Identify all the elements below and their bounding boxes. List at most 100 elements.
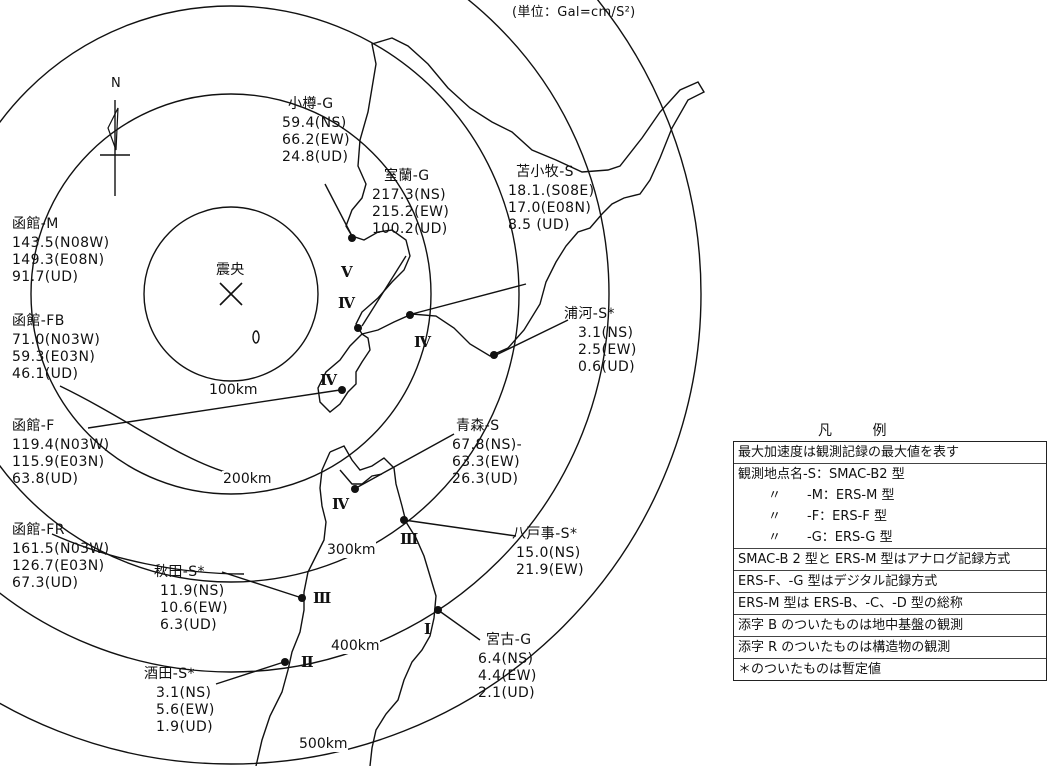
station-value: 8.5 (UD) [508, 217, 570, 233]
station-value: 17.0(E08N) [508, 200, 592, 216]
station-otaru-g[interactable]: 小樽-G 59.4(NS) 66.2(EW) 24.8(UD) [282, 96, 350, 166]
tohoku-west-coast [255, 451, 331, 766]
station-value: 63.3(EW) [452, 454, 520, 470]
station-dot-aomori[interactable] [351, 485, 359, 493]
station-hakodate-fr[interactable]: 函館-FR 161.5(N03W) 126.7(E03N) 67.3(UD) [12, 522, 110, 592]
station-value: 71.0(N03W) [12, 332, 101, 348]
station-dot-hachinohe[interactable] [400, 516, 408, 524]
station-name: 小樽-G [288, 96, 334, 112]
station-value: 46.1(UD) [12, 366, 79, 382]
station-dot-miyako[interactable] [434, 606, 442, 614]
station-dot-tomakomai[interactable] [406, 311, 414, 319]
legend-row: 〃 -M：ERS-M 型 [768, 488, 895, 503]
station-hakodate-m[interactable]: 函館-M 143.5(N08W) 149.3(E08N) 91.7(UD) [12, 216, 110, 286]
station-name: 苫小牧-S [516, 164, 574, 180]
leader-sakata [215, 661, 285, 685]
station-name: 八戸事-S* [512, 526, 578, 542]
station-akita-s[interactable]: 秋田-S* 11.9(NS) 10.6(EW) 6.3(UD) [154, 564, 228, 634]
station-name: 青森-S [456, 418, 500, 434]
station-value: 2.1(UD) [478, 685, 536, 701]
station-value: 3.1(NS) [578, 325, 634, 341]
legend-row: 添字 R のついたものは構造物の観測 [734, 637, 1046, 659]
station-value: 59.3(E03N) [12, 349, 96, 365]
station-value: 10.6(EW) [160, 600, 228, 616]
legend-row: ＊のついたものは暫定値 [738, 662, 882, 677]
station-name: 酒田-S* [144, 666, 195, 682]
leader-miyako [437, 609, 481, 641]
station-dot-hakodate[interactable] [338, 386, 346, 394]
intensity-akita: Ⅲ [313, 589, 332, 607]
station-hakodate-fb[interactable]: 函館-FB 71.0(N03W) 59.3(E03N) 46.1(UD) [12, 313, 100, 383]
leader-aomori [355, 433, 455, 489]
station-value: 3.1(NS) [156, 685, 212, 701]
station-name: 秋田-S* [154, 564, 205, 580]
station-dot-sakata[interactable] [281, 658, 289, 666]
station-value: 6.4(NS) [478, 651, 534, 667]
station-value: 115.9(E03N) [12, 454, 105, 470]
station-value: 100.2(UD) [372, 221, 448, 237]
station-value: 6.3(UD) [160, 617, 218, 633]
leader-tomakomai [411, 283, 527, 315]
station-value: 119.4(N03W) [12, 437, 110, 453]
leader-muroran [361, 255, 407, 327]
station-name: 函館-FB [12, 313, 65, 329]
station-value: 215.2(EW) [372, 204, 450, 220]
leader-hakodate-f [87, 389, 341, 429]
distance-ring-500km [0, 0, 702, 765]
intensity-muroran: Ⅳ [338, 294, 356, 312]
station-value: 149.3(E08N) [12, 252, 105, 268]
station-muroran-g[interactable]: 室蘭-G 217.3(NS) 215.2(EW) 100.2(UD) [372, 168, 449, 238]
station-name: 函館-M [12, 216, 59, 232]
legend-row: 観測地点名-S：SMAC-B2 型 [738, 467, 905, 482]
distance-ring-200km [30, 93, 432, 495]
station-dot-akita[interactable] [298, 594, 306, 602]
distance-label-100km: 100km [208, 382, 259, 398]
tohoku-coastline [329, 445, 437, 766]
station-value: 59.4(NS) [282, 115, 347, 131]
unit-label: (単位：Gal=cm/S²) [512, 5, 636, 20]
station-tomakomai-s[interactable]: 苫小牧-S 18.1.(S08E) 17.0(E08N) 8.5 (UD) [508, 164, 595, 234]
station-value: 143.5(N08W) [12, 235, 110, 251]
station-hachinohe-s[interactable]: 八戸事-S* 15.0(NS) 21.9(EW) [512, 526, 584, 579]
distance-ring-400km [0, 0, 610, 673]
distance-label-300km: 300km [326, 542, 377, 558]
station-dot-otaru[interactable] [348, 234, 356, 242]
station-value: 5.6(EW) [156, 702, 215, 718]
station-value: 161.5(N03W) [12, 541, 110, 557]
leader-urakawa [493, 319, 569, 357]
leader-otaru [324, 183, 353, 237]
station-hakodate-f[interactable]: 函館-F 119.4(N03W) 115.9(E03N) 63.8(UD) [12, 418, 110, 488]
intensity-otaru: V [341, 263, 353, 281]
station-value: 67.3(UD) [12, 575, 79, 591]
oshima-peninsula [317, 333, 371, 413]
station-name: 浦河-S* [564, 306, 615, 322]
station-value: 15.0(NS) [516, 545, 581, 561]
station-dot-urakawa[interactable] [490, 351, 498, 359]
station-value: 91.7(UD) [12, 269, 79, 285]
distance-ring-100km [143, 206, 319, 382]
intensity-sakata: Ⅱ [301, 653, 314, 671]
station-miyako-g[interactable]: 宮古-G 6.4(NS) 4.4(EW) 2.1(UD) [478, 632, 537, 702]
intensity-miyako: Ⅰ [424, 620, 432, 638]
epicenter-label: 震央 [216, 262, 245, 278]
station-urakawa-s[interactable]: 浦河-S* 3.1(NS) 2.5(EW) 0.6(UD) [564, 306, 637, 376]
legend-title: 凡 例 [818, 423, 905, 439]
station-dot-muroran[interactable] [354, 324, 362, 332]
station-value: 126.7(E03N) [12, 558, 105, 574]
distance-label-400km: 400km [330, 638, 381, 654]
legend-row: ERS-M 型は ERS-B、-C、-D 型の総称 [734, 593, 1046, 615]
distance-label-200km: 200km [222, 471, 273, 487]
station-value: 26.3(UD) [452, 471, 519, 487]
station-sakata-s[interactable]: 酒田-S* 3.1(NS) 5.6(EW) 1.9(UD) [144, 666, 215, 736]
station-value: 4.4(EW) [478, 668, 537, 684]
north-label: N [111, 76, 122, 91]
station-aomori-s[interactable]: 青森-S 67.8(NS)- 63.3(EW) 26.3(UD) [452, 418, 522, 488]
station-value: 24.8(UD) [282, 149, 349, 165]
intensity-hachinohe: Ⅲ [400, 530, 419, 548]
station-value: 66.2(EW) [282, 132, 350, 148]
hokkaido-coastline [345, 37, 705, 357]
station-value: 217.3(NS) [372, 187, 446, 203]
okushiri-island [252, 330, 260, 344]
north-arrow-head [107, 107, 119, 151]
